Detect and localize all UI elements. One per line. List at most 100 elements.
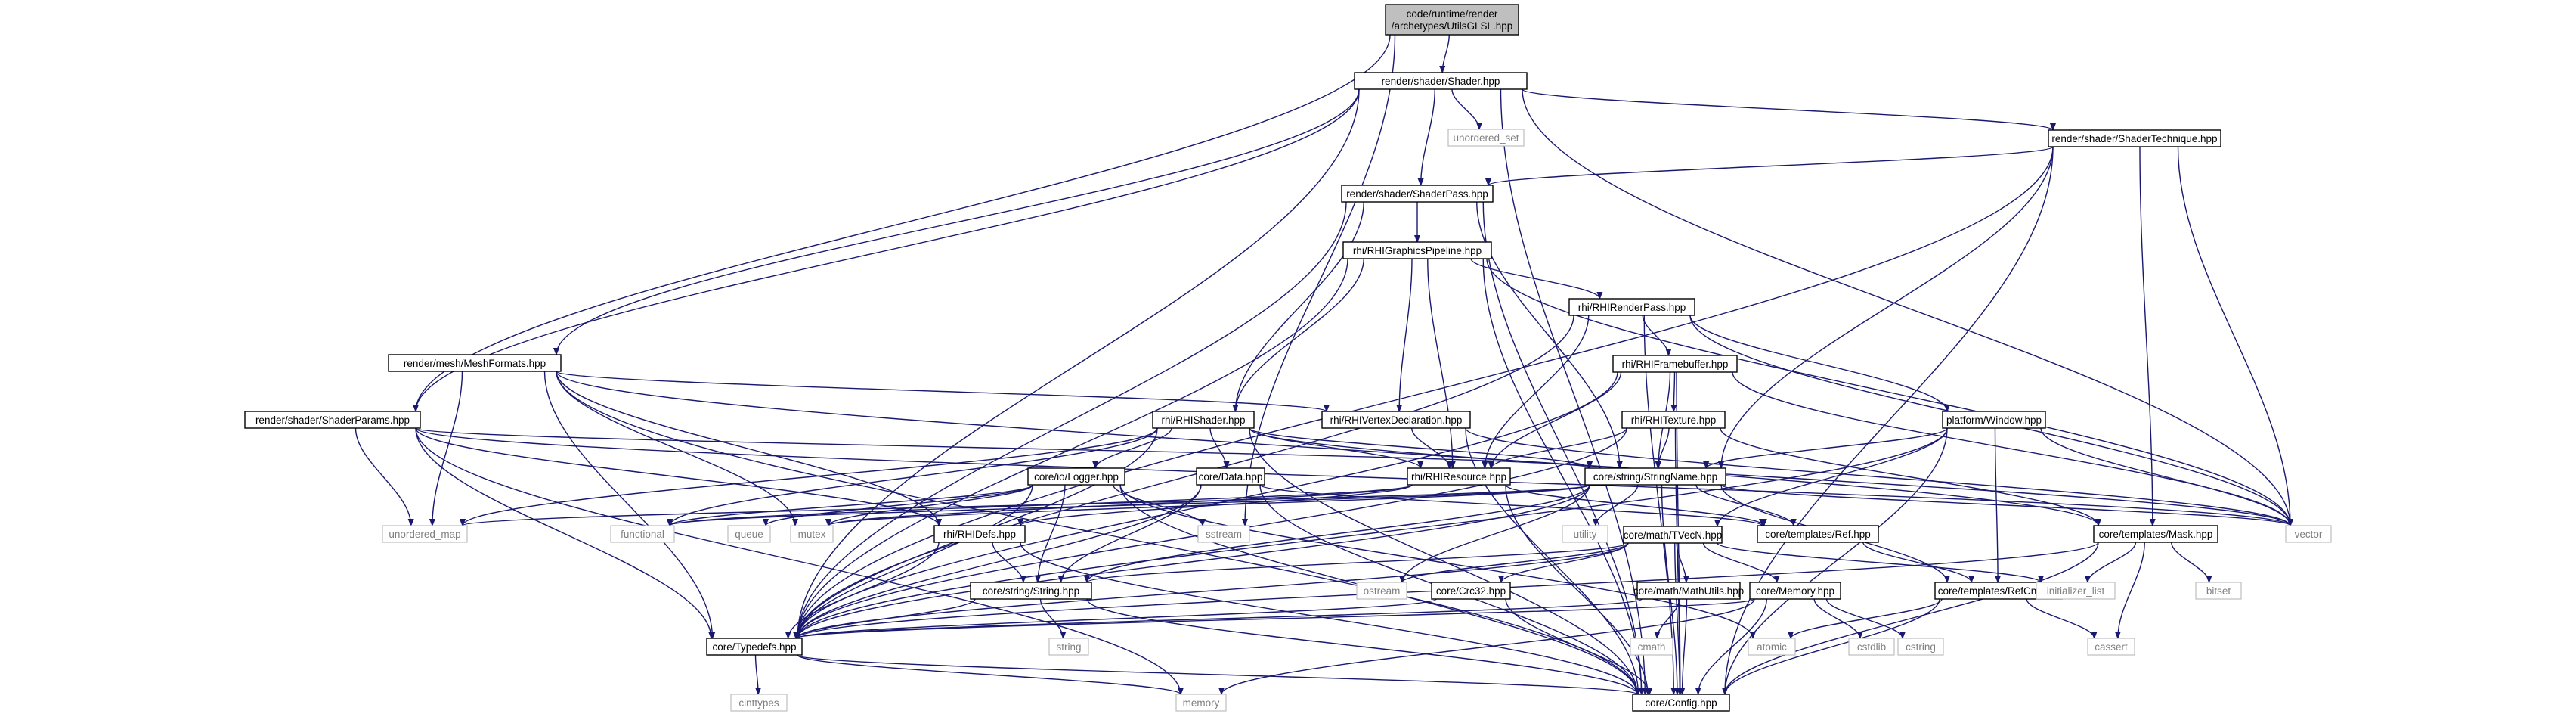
node-box-atomic <box>1748 638 1796 656</box>
node-rhidefs[interactable]: rhi/RHIDefs.hpp <box>933 525 1026 543</box>
node-tex[interactable]: rhi/RHITexture.hpp <box>1621 411 1726 429</box>
node-mask[interactable]: core/templates/Mask.hpp <box>2093 525 2218 543</box>
edge-technique-to-strname <box>1721 146 2054 468</box>
edge-technique-to-typedefs <box>797 146 2054 638</box>
edge-fb-to-vector <box>1732 371 2290 526</box>
node-memory_hpp[interactable]: core/Memory.hpp <box>1749 582 1841 600</box>
node-crc32[interactable]: core/Crc32.hpp <box>1431 582 1511 600</box>
node-box-cassert <box>2087 638 2135 656</box>
node-ref[interactable]: core/templates/Ref.hpp <box>1757 525 1879 543</box>
edge-technique-to-config <box>1725 146 2054 694</box>
node-label-init_list: initializer_list <box>2047 585 2105 597</box>
node-box-mathutils <box>1636 582 1741 600</box>
node-label-mutex: mutex <box>798 529 826 540</box>
node-box-memory <box>1175 694 1227 712</box>
node-data[interactable]: core/Data.hpp <box>1196 467 1265 486</box>
edge-logger-to-queue <box>766 484 1033 526</box>
node-label-cassert: cassert <box>2095 641 2128 653</box>
node-meshfmt[interactable]: render/mesh/MeshFormats.hpp <box>388 354 562 372</box>
node-cstring: cstring <box>1897 638 1944 656</box>
node-params[interactable]: render/shader/ShaderParams.hpp <box>244 411 421 429</box>
edge-gp-to-config <box>1482 258 1641 694</box>
node-label-memory_hpp: core/Memory.hpp <box>1756 585 1834 597</box>
node-box-bitset <box>2195 582 2242 600</box>
edges-layer <box>355 34 2291 694</box>
node-box-technique <box>2048 129 2221 147</box>
node-cassert: cassert <box>2087 638 2135 656</box>
node-label-cmath: cmath <box>1638 641 1666 653</box>
node-cmath: cmath <box>1630 638 1673 656</box>
node-label-bitset: bitset <box>2206 585 2231 597</box>
edge-vdecl-to-rhires <box>1411 427 1450 468</box>
node-root[interactable]: code/runtime/render/archetypes/UtilsGLSL… <box>1385 4 1519 36</box>
node-refcnt[interactable]: core/templates/RefCnt.hpp <box>1934 582 2063 600</box>
node-shader[interactable]: render/shader/Shader.hpp <box>1354 72 1528 90</box>
node-rp[interactable]: rhi/RHIRenderPass.hpp <box>1568 298 1695 316</box>
node-logger[interactable]: core/io/Logger.hpp <box>1027 467 1125 486</box>
edge-rp-to-window <box>1689 315 1947 411</box>
node-box-crc32 <box>1431 582 1511 600</box>
edge-technique-to-mask <box>2139 146 2153 526</box>
edge-tvecn-to-ostream <box>1402 542 1629 582</box>
edge-string_hpp-to-config <box>1086 598 1637 694</box>
edge-rhishader-to-config <box>1249 427 1637 694</box>
node-label-utility: utility <box>1574 529 1597 540</box>
edge-strname-to-vector <box>1720 484 2290 526</box>
node-gp[interactable]: rhi/RHIGraphicsPipeline.hpp <box>1342 241 1492 259</box>
node-box-params <box>244 411 421 429</box>
edge-logger-to-functional <box>670 484 1033 526</box>
node-box-rhishader <box>1152 411 1255 429</box>
edge-tvecn-to-init_list <box>1717 542 2041 582</box>
node-typedefs[interactable]: core/Typedefs.hpp <box>706 638 803 656</box>
node-fb[interactable]: rhi/RHIFramebuffer.hpp <box>1612 355 1738 373</box>
node-init_list: initializer_list <box>2036 582 2116 600</box>
node-label-memory: memory <box>1183 697 1220 709</box>
node-box-mask <box>2093 525 2218 543</box>
node-window[interactable]: platform/Window.hpp <box>1942 411 2046 429</box>
edge-shader-to-pass <box>1421 88 1435 185</box>
edge-ref-to-refcnt <box>1862 542 1971 582</box>
node-label-root: code/runtime/render <box>1407 8 1498 20</box>
edge-memory_hpp-to-cstdlib <box>1813 598 1860 638</box>
node-cstdlib: cstdlib <box>1848 638 1895 656</box>
node-technique[interactable]: render/shader/ShaderTechnique.hpp <box>2048 129 2221 147</box>
node-box-cinttypes <box>730 694 788 712</box>
node-label-string_hpp: core/string/String.hpp <box>983 585 1079 597</box>
node-label-config: core/Config.hpp <box>1645 697 1717 709</box>
node-queue: queue <box>727 525 771 543</box>
edge-tvecn-to-string_hpp <box>1087 542 1629 582</box>
node-label-rhidefs: rhi/RHIDefs.hpp <box>943 529 1016 540</box>
node-label-functional: functional <box>621 529 664 540</box>
edge-rhidefs-to-typedefs <box>788 542 940 638</box>
edge-meshfmt-to-unordered_map <box>432 371 463 526</box>
edge-logger-to-string_hpp <box>1038 484 1066 582</box>
edge-strname-to-functional <box>670 484 1590 526</box>
edge-mask-to-bitset <box>2171 542 2209 582</box>
node-vdecl[interactable]: rhi/RHIVertexDeclaration.hpp <box>1321 411 1471 429</box>
node-box-cmath <box>1630 638 1673 656</box>
node-label-mathutils: core/math/MathUtils.hpp <box>1633 585 1744 597</box>
edge-tex-to-config <box>1674 427 1680 694</box>
node-box-config <box>1632 694 1730 712</box>
node-config[interactable]: core/Config.hpp <box>1632 694 1730 712</box>
edge-data-to-string_hpp <box>1061 484 1202 582</box>
edge-strname-to-unordered_map <box>463 484 1590 526</box>
edge-crc32-to-typedefs <box>797 598 1437 638</box>
node-mathutils[interactable]: core/math/MathUtils.hpp <box>1633 582 1744 600</box>
node-tvecn[interactable]: core/math/TVecN.hpp <box>1623 526 1723 544</box>
edge-shader-to-unordered_set <box>1451 88 1479 129</box>
edge-rhishader-to-data <box>1209 427 1227 468</box>
node-rhires[interactable]: rhi/RHIResource.hpp <box>1407 467 1511 486</box>
node-label-ostream: ostream <box>1364 585 1401 597</box>
node-box-string_hpp <box>970 582 1092 600</box>
node-string_hpp[interactable]: core/string/String.hpp <box>970 582 1092 600</box>
node-strname[interactable]: core/string/StringName.hpp <box>1584 467 1726 486</box>
node-box-window <box>1942 411 2046 429</box>
edge-params-to-memory <box>415 427 1181 694</box>
node-label-cstdlib: cstdlib <box>1857 641 1886 653</box>
node-label-rhires: rhi/RHIResource.hpp <box>1411 471 1506 483</box>
node-rhishader[interactable]: rhi/RHIShader.hpp <box>1152 411 1255 429</box>
node-pass[interactable]: render/shader/ShaderPass.hpp <box>1341 185 1494 203</box>
node-atomic: atomic <box>1748 638 1796 656</box>
